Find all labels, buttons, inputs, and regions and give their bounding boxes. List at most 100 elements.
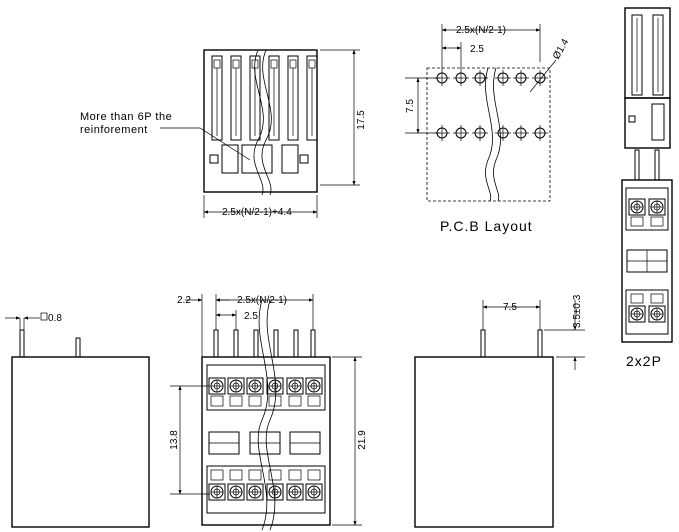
side-pin <box>75 337 81 358</box>
front-pin <box>233 329 239 358</box>
variant-lower-row <box>625 289 669 335</box>
lower-terminal-cell <box>208 483 226 501</box>
right-view: 7.5 3.5±0.3 <box>414 294 585 528</box>
right-pin <box>480 329 486 358</box>
lower-terminal-cell <box>305 483 323 501</box>
variant-upper-terminals <box>628 198 666 227</box>
variant-pin <box>654 149 660 181</box>
variant-lower-terminal-cell <box>648 305 666 323</box>
break-line <box>257 299 269 531</box>
front-pin <box>253 329 259 358</box>
upper-terminal-foot <box>288 395 302 407</box>
side-view: 0.8 <box>5 312 150 528</box>
pin-slot-head <box>213 59 221 69</box>
front-pins <box>213 329 316 358</box>
upper-terminal-foot <box>229 395 243 407</box>
right-view-body <box>414 356 554 528</box>
height-dim-text: 21.9 <box>357 430 368 450</box>
lower-terminal-foot <box>229 469 243 481</box>
pcb-caption: P.C.B Layout <box>440 218 533 234</box>
lower-terminal-cell <box>227 483 245 501</box>
pin-dim-text: 0.8 <box>48 313 62 324</box>
variant-lower-terminal-cell <box>628 305 646 323</box>
note-line-1: More than 6P the <box>80 111 172 123</box>
hole-dim-text: Ø1.4 <box>551 37 572 62</box>
variant-upper-terminal-cell <box>648 198 666 216</box>
hole-leader <box>529 59 557 93</box>
row-dim-text: 7.5 <box>405 99 416 113</box>
variant-pin <box>634 149 640 181</box>
variant-top-lower <box>624 97 671 149</box>
pin-slot-head <box>270 59 278 69</box>
pitch-dim-text: 2.5 <box>244 311 258 322</box>
pin-slot-head <box>232 59 240 69</box>
lower-terminal-foot <box>307 469 321 481</box>
upper-terminal-foot <box>268 395 282 407</box>
pcb-outline <box>426 67 551 202</box>
variant-reinforce <box>651 103 665 141</box>
height-dim-text: 17.5 <box>356 110 367 130</box>
variant-upper-row <box>625 187 669 231</box>
front-pin <box>273 329 279 358</box>
polarization-mark <box>209 154 219 164</box>
pin-slot-head <box>308 59 316 69</box>
reinforcement-box <box>241 144 273 174</box>
break-line <box>261 49 272 196</box>
variant-slot <box>631 14 643 96</box>
upper-terminal-foot <box>307 395 321 407</box>
front-pin <box>310 329 316 358</box>
break-line <box>265 299 277 531</box>
lower-terminals <box>208 469 323 501</box>
inner-dim-text: 13.8 <box>169 430 180 450</box>
lower-terminal-foot <box>248 469 262 481</box>
variant-front-body <box>621 179 673 343</box>
top-view-pin-slots <box>211 55 318 141</box>
break-line <box>253 49 264 196</box>
pin-slot <box>287 55 299 141</box>
polarization-mark <box>299 154 309 164</box>
variant-upper-terminal-cell <box>628 198 646 216</box>
pin-slot <box>230 55 242 141</box>
pcb-holes <box>434 70 548 141</box>
upper-terminal-cell <box>286 377 304 395</box>
pin-len-dim-text: 3.5±0.3 <box>572 294 583 328</box>
note-leader <box>160 127 251 161</box>
upper-terminal-row <box>206 364 326 411</box>
variant-lower-foot <box>630 293 644 304</box>
span-dim-text: 2.5x(N/2-1) <box>456 25 506 36</box>
variant-lower-terminals <box>628 293 666 323</box>
pin-slot <box>211 55 223 141</box>
right-pin <box>537 329 543 358</box>
pcb-layout: 2.5x(N/2-1) 2.5 Ø1.4 7.5 P.C.B Layout <box>405 24 572 234</box>
offset-dim-text: 2.2 <box>177 295 191 306</box>
pitch-dim-text: 2.5 <box>470 44 484 55</box>
row-dim-text: 7.5 <box>503 302 517 313</box>
pin-slot-head <box>289 59 297 69</box>
width-dim-text: 2.5x(N/2-1)+4.4 <box>222 207 292 218</box>
break-line <box>493 67 501 202</box>
front-view-body <box>201 356 331 526</box>
note-line-2: reinforement <box>80 124 148 136</box>
variant-2x2p: 2x2P <box>621 7 673 369</box>
reinforcement-box <box>281 144 299 174</box>
square-symbol <box>40 312 48 321</box>
side-pin <box>19 329 25 358</box>
variant-mark <box>628 115 636 123</box>
lower-terminal-foot <box>268 469 282 481</box>
pin-slot <box>268 55 280 141</box>
upper-terminal-cell <box>305 377 323 395</box>
variant-upper-foot <box>650 216 664 227</box>
variant-slot <box>652 14 664 96</box>
lower-terminal-cell <box>286 483 304 501</box>
lower-terminal-cell <box>246 483 264 501</box>
front-pin <box>213 329 219 358</box>
variant-upper-foot <box>630 216 644 227</box>
lower-terminal-foot <box>210 469 224 481</box>
top-view: More than 6P the reinforement 2.5x(N/2-1… <box>80 49 367 218</box>
upper-terminal-foot <box>210 395 224 407</box>
span-dim-text: 2.5x(N/2-1) <box>237 295 287 306</box>
variant-lower-foot <box>650 293 664 304</box>
variant-caption: 2x2P <box>626 353 662 369</box>
front-pin <box>293 329 299 358</box>
